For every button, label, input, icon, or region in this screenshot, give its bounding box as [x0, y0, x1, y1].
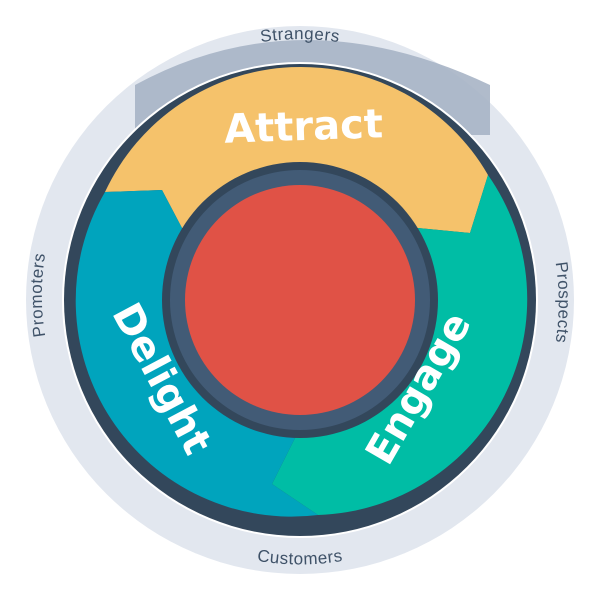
label-prospects: Prospects: [552, 261, 574, 345]
label-promoters: Promoters: [27, 251, 49, 338]
label-customers: Customers: [256, 546, 344, 568]
segment-delight: [75, 190, 318, 517]
label-attract: Attract: [223, 101, 383, 153]
label-strangers: Strangers: [259, 24, 341, 46]
hub-center: [185, 185, 415, 415]
segment-attract: [105, 66, 488, 233]
